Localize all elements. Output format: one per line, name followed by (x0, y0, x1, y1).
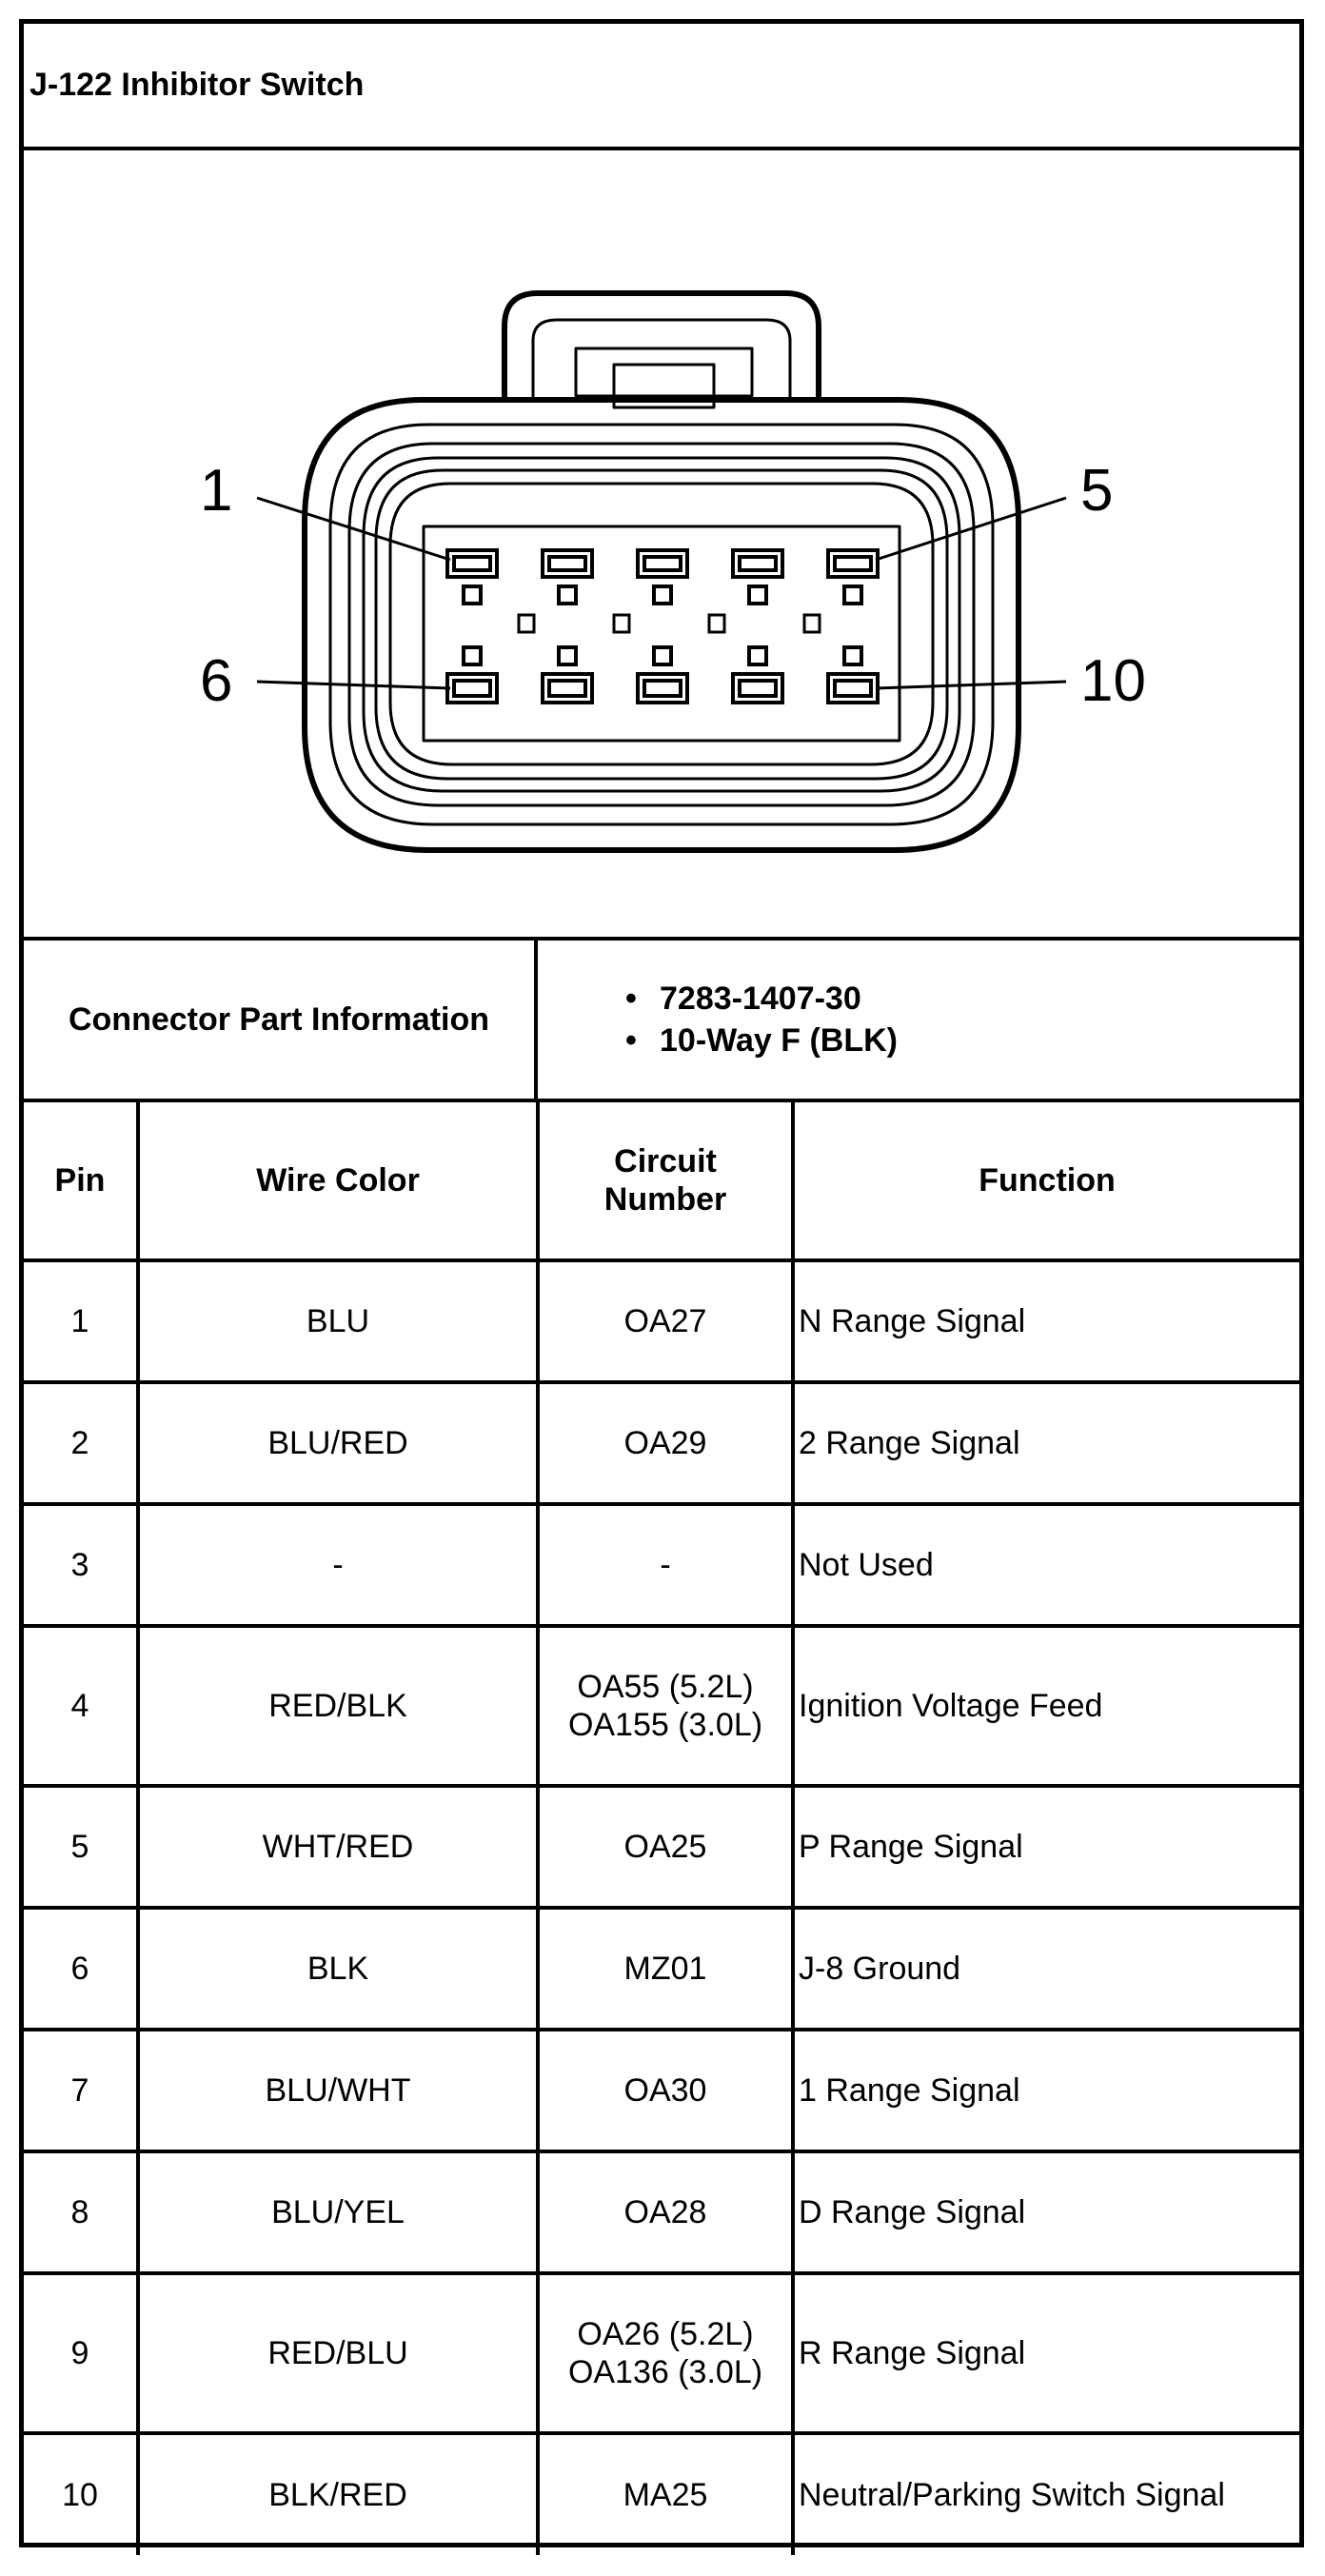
pin-cell: 6 (24, 1906, 140, 2031)
header-circuit-number: Circuit Number (536, 1102, 795, 1262)
cavity-markers (517, 613, 821, 634)
function-cell: R Range Signal (791, 2271, 1299, 2435)
document-frame: J-122 Inhibitor Switch (19, 19, 1304, 2555)
bullet-icon: • (625, 981, 637, 1017)
circuit-number-line: OA26 (5.2L) (577, 2316, 754, 2352)
circuit-number-cell: OA30 (536, 2028, 795, 2153)
pin-label-6: 6 (200, 648, 232, 714)
circuit-number-cell: MA25 (536, 2431, 795, 2555)
circuit-number-line: OA29 (623, 1425, 707, 1461)
circuit-number-cell: OA28 (536, 2150, 795, 2275)
function-cell: J-8 Ground (791, 1906, 1299, 2031)
circuit-number-line: MZ01 (623, 1951, 707, 1987)
header-function: Function (791, 1102, 1299, 1262)
pin-cell: 3 (24, 1502, 140, 1628)
circuit-number-line: OA30 (623, 2072, 707, 2109)
latch-tab (574, 347, 754, 398)
pinout-table: Pin Wire Color Circuit Number Function 1… (24, 1102, 1299, 2555)
function-cell: Ignition Voltage Feed (791, 1624, 1299, 1788)
circuit-number-cell: OA25 (536, 1784, 795, 1910)
pin-cell: 9 (24, 2271, 140, 2435)
circuit-number-cell: OA29 (536, 1380, 795, 1506)
wire-color-cell: BLU (136, 1258, 540, 1384)
header-pin: Pin (24, 1102, 140, 1262)
circuit-number-line: OA136 (3.0L) (567, 2354, 763, 2390)
circuit-number-line: OA155 (3.0L) (567, 1707, 763, 1743)
page-title: J-122 Inhibitor Switch (24, 24, 1299, 150)
circuit-number-cell: MZ01 (536, 1906, 795, 2031)
connector-part-info-label: Connector Part Information (24, 941, 538, 1099)
wire-color-cell: RED/BLU (136, 2271, 540, 2435)
function-cell: Not Used (791, 1502, 1299, 1628)
latch-key (612, 363, 716, 409)
connector-outer-shell (302, 397, 1021, 853)
wire-color-cell: BLK/RED (136, 2431, 540, 2555)
pin-label-10: 10 (1080, 648, 1146, 714)
pin-cell: 2 (24, 1380, 140, 1506)
function-cell: N Range Signal (791, 1258, 1299, 1384)
wire-color-cell: BLU/WHT (136, 2028, 540, 2153)
header-wire-color: Wire Color (136, 1102, 540, 1262)
function-cell: 2 Range Signal (791, 1380, 1299, 1506)
bottom-row-terminals (445, 645, 880, 704)
header-circuit-number-text: Circuit Number (603, 1143, 727, 1218)
pin-cell: 8 (24, 2150, 140, 2275)
circuit-number-line: - (660, 1547, 671, 1583)
table-header-row: Pin Wire Color Circuit Number Function (24, 1102, 1299, 1262)
circuit-number-line: OA55 (5.2L) (577, 1669, 754, 1705)
wire-color-cell: RED/BLK (136, 1624, 540, 1788)
part-number: 7283-1407-30 (660, 981, 861, 1017)
circuit-number-line: OA28 (623, 2194, 707, 2230)
circuit-number-line: MA25 (623, 2477, 708, 2513)
wire-color-cell: - (136, 1502, 540, 1628)
pin-cell: 1 (24, 1258, 140, 1384)
connector-part-info: Connector Part Information • 7283-1407-3… (24, 941, 1299, 1102)
circuit-number-cell: OA26 (5.2L)OA136 (3.0L) (536, 2271, 795, 2435)
circuit-number-line: OA25 (623, 1829, 707, 1865)
pin-label-5: 5 (1080, 458, 1113, 524)
wire-color-cell: WHT/RED (136, 1784, 540, 1910)
pin-cell: 10 (24, 2431, 140, 2555)
list-item: • 7283-1407-30 (625, 978, 1299, 1020)
circuit-number-cell: OA55 (5.2L)OA155 (3.0L) (536, 1624, 795, 1788)
latch-housing-inner (531, 318, 792, 400)
circuit-number-cell: OA27 (536, 1258, 795, 1384)
pin-cell: 5 (24, 1784, 140, 1910)
wire-color-cell: BLK (136, 1906, 540, 2031)
circuit-number-cell: - (536, 1502, 795, 1628)
function-cell: 1 Range Signal (791, 2028, 1299, 2153)
circuit-number-line: OA27 (623, 1303, 707, 1339)
terminal-cavity (422, 525, 901, 743)
wire-color-cell: BLU/YEL (136, 2150, 540, 2275)
pin-cell: 4 (24, 1624, 140, 1788)
connector-diagram: 1 5 6 10 (24, 150, 1299, 941)
connector-face-drawing: 1 5 6 10 (200, 290, 1146, 853)
pin-cell: 7 (24, 2028, 140, 2153)
pin-leader-lines (256, 496, 1067, 690)
function-cell: Neutral/Parking Switch Signal (791, 2431, 1299, 2555)
wire-color-cell: BLU/RED (136, 1380, 540, 1506)
list-item: • 10-Way F (BLK) (625, 1020, 1299, 1061)
table-row: 3--Not Used (24, 1502, 1299, 1628)
pin-label-1: 1 (200, 458, 232, 524)
connector-description: 10-Way F (BLK) (660, 1022, 898, 1059)
connector-part-info-list: • 7283-1407-30 • 10-Way F (BLK) (538, 941, 1299, 1099)
function-cell: D Range Signal (791, 2150, 1299, 2275)
latch-housing-outline (502, 290, 821, 400)
top-row-terminals (445, 548, 880, 605)
bullet-icon: • (625, 1022, 637, 1059)
function-cell: P Range Signal (791, 1784, 1299, 1910)
